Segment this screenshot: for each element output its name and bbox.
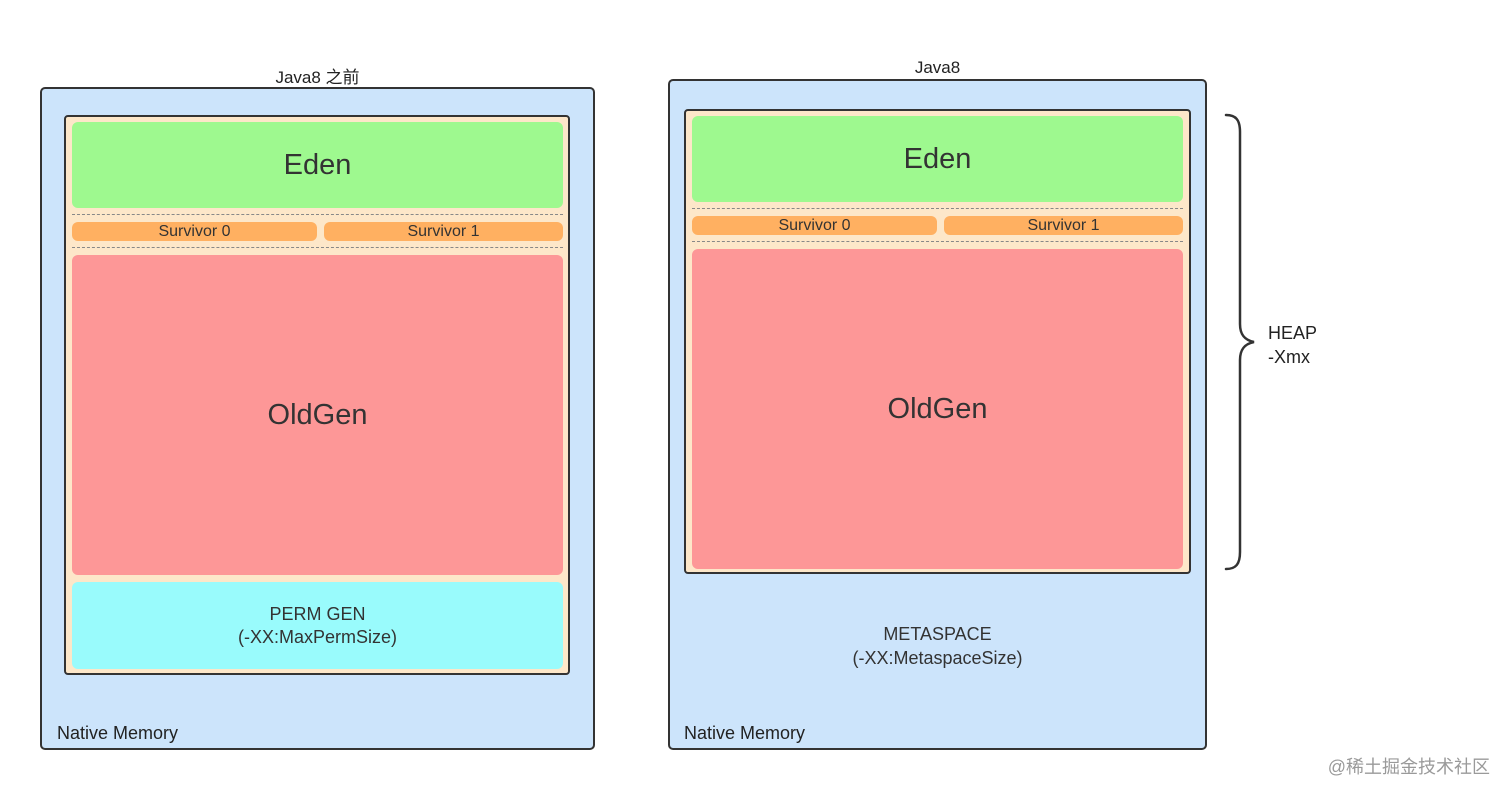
left-title: Java8 之前 xyxy=(275,68,360,87)
heap-flag-text: -Xmx xyxy=(1268,347,1310,367)
left-divider-bottom xyxy=(72,247,563,248)
right-survivor-1: Survivor 1 xyxy=(944,216,1183,235)
watermark: @稀土掘金技术社区 xyxy=(1327,757,1490,777)
left-divider-top xyxy=(72,214,563,215)
left-native-memory-label: Native Memory xyxy=(57,723,179,743)
heap-brace-icon xyxy=(1224,113,1255,571)
left-oldgen: OldGen xyxy=(72,255,563,575)
right-native-memory-label: Native Memory xyxy=(684,723,806,743)
right-survivor-0: Survivor 0 xyxy=(692,216,937,235)
left-eden: Eden xyxy=(72,122,563,208)
right-divider-top xyxy=(692,208,1183,209)
right-title: Java8 xyxy=(914,58,961,77)
right-oldgen: OldGen xyxy=(692,249,1183,569)
heap-label: HEAP -Xmx xyxy=(1268,321,1317,369)
metaspace-label: METASPACE xyxy=(883,624,992,644)
heap-label-text: HEAP xyxy=(1268,323,1318,343)
perm-gen-flag: (-XX:MaxPermSize) xyxy=(237,626,398,647)
perm-gen-label: PERM GEN xyxy=(269,603,366,624)
left-perm-gen: PERM GEN (-XX:MaxPermSize) xyxy=(72,582,563,669)
left-survivor-0: Survivor 0 xyxy=(72,222,317,241)
right-divider-bottom xyxy=(692,241,1183,242)
right-eden: Eden xyxy=(692,116,1183,202)
left-survivor-1: Survivor 1 xyxy=(324,222,563,241)
metaspace-flag: (-XX:MetaspaceSize) xyxy=(852,648,1023,668)
right-metaspace: METASPACE (-XX:MetaspaceSize) xyxy=(668,622,1207,670)
